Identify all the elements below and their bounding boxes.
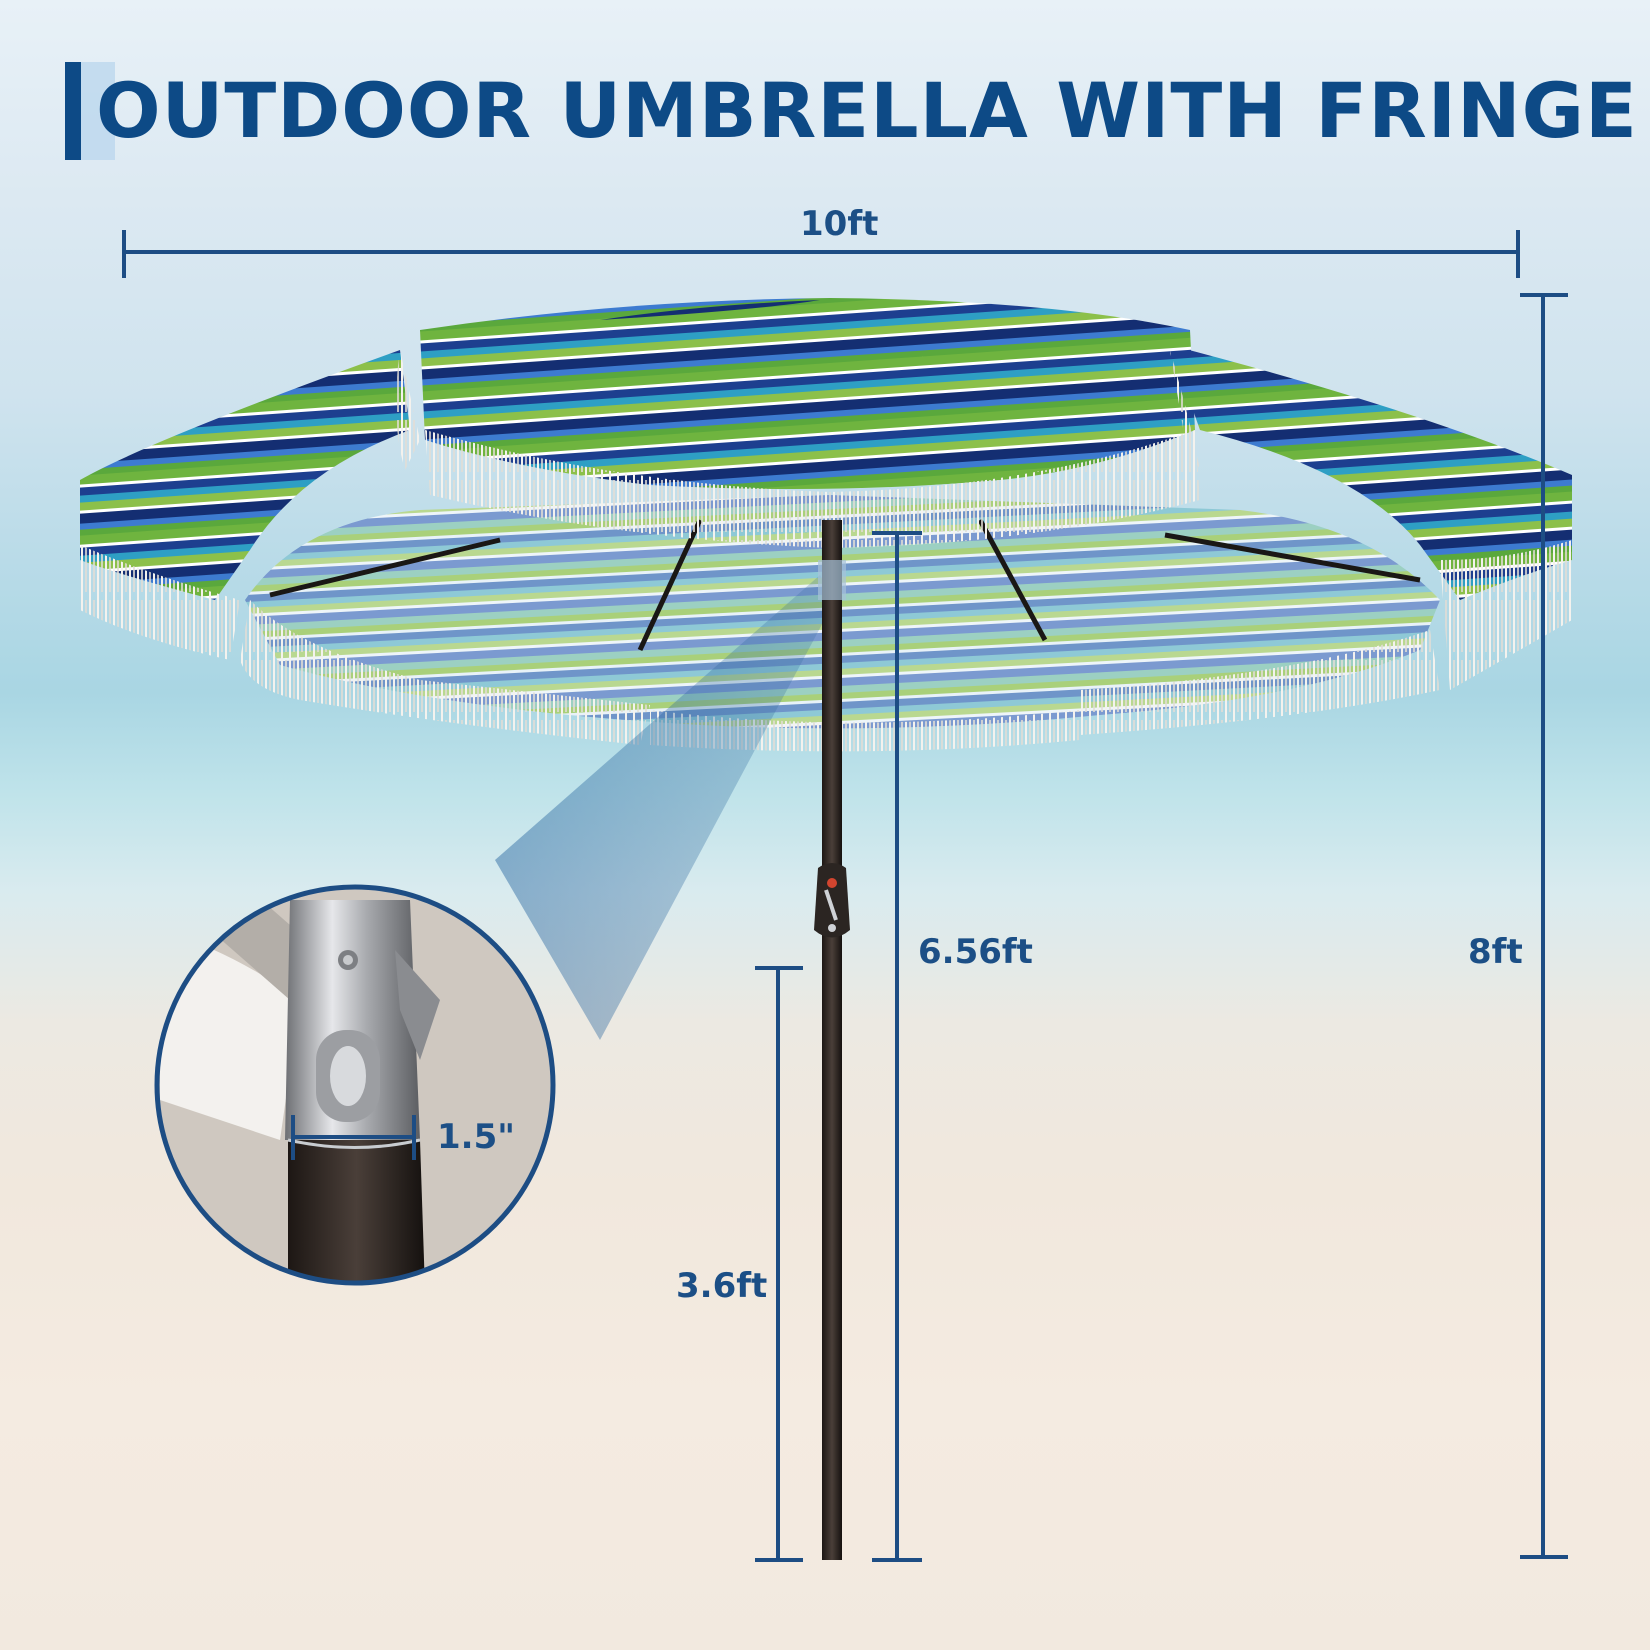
canopy-panel-right bbox=[1170, 345, 1572, 600]
dimension-lines bbox=[122, 230, 1568, 1562]
magnifier-detail-icon bbox=[154, 884, 556, 1286]
title-accent-highlight bbox=[81, 62, 115, 160]
canopy-panel-center bbox=[420, 298, 1195, 489]
pole-joint bbox=[818, 560, 846, 600]
canopy-underside bbox=[245, 495, 1440, 729]
zoom-beam bbox=[495, 575, 835, 1040]
umbrella-ribs bbox=[269, 518, 1421, 652]
canopy-height-label: 6.56ft bbox=[918, 932, 1033, 972]
fringe bbox=[80, 350, 1572, 752]
page-title: OUTDOOR UMBRELLA WITH FRINGE bbox=[96, 66, 1638, 155]
width-label: 10ft bbox=[800, 204, 879, 244]
crank-handle-icon bbox=[814, 863, 850, 938]
total-height-label: 8ft bbox=[1468, 932, 1523, 972]
crank-height-label: 3.6ft bbox=[676, 1266, 768, 1306]
pole-diameter-label: 1.5" bbox=[437, 1117, 515, 1157]
umbrella-pole bbox=[822, 520, 842, 1560]
title-accent-bar bbox=[65, 62, 81, 160]
canopy-panel-left bbox=[80, 350, 410, 600]
